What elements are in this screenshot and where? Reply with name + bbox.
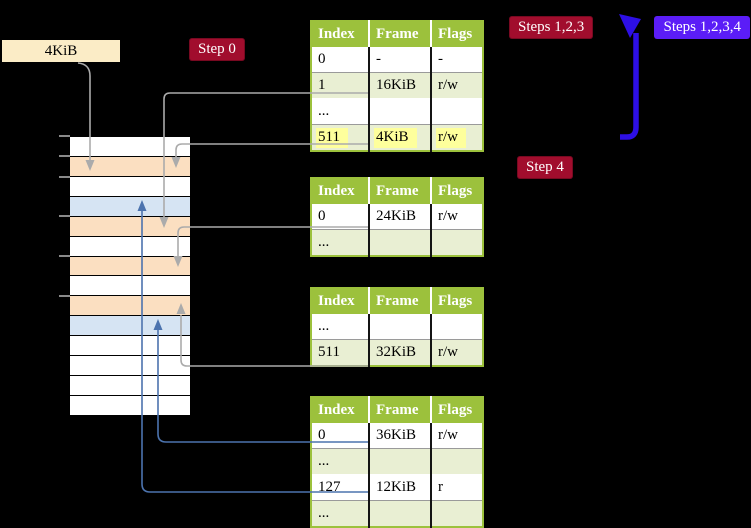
table-cell bbox=[369, 98, 432, 125]
table-cell: 4KiB bbox=[369, 124, 432, 151]
table-cell: r/w bbox=[431, 125, 483, 152]
table-cell: ... bbox=[311, 448, 370, 475]
table-cell: ... bbox=[311, 500, 370, 527]
memory-row-free bbox=[70, 356, 190, 376]
memory-row-free bbox=[70, 236, 190, 256]
table-cell: 32KiB bbox=[369, 339, 432, 366]
table-cell bbox=[369, 448, 432, 475]
table-cell bbox=[369, 229, 432, 256]
step4-badge: Step 4 bbox=[517, 156, 573, 179]
memory-row-free bbox=[70, 137, 190, 156]
column-header: Frame bbox=[369, 178, 432, 204]
column-header: Index bbox=[311, 21, 370, 47]
memory-row-table bbox=[70, 296, 190, 316]
memory-tick-marks bbox=[59, 135, 70, 297]
memory-row-page bbox=[70, 196, 190, 216]
table-row: ... bbox=[311, 314, 483, 340]
table-cell: r/w bbox=[438, 344, 458, 360]
table-cell: 0 bbox=[311, 204, 370, 230]
table-cell: 127 bbox=[311, 474, 370, 501]
highlighted-value: 511 bbox=[316, 127, 348, 148]
steps123-badge: Steps 1,2,3 bbox=[509, 16, 594, 39]
table-cell bbox=[431, 230, 483, 257]
column-header: Index bbox=[311, 288, 370, 314]
table-cell: 24KiB bbox=[369, 204, 432, 230]
physical-memory-strip bbox=[70, 137, 190, 415]
table-cell: 16KiB bbox=[369, 72, 432, 99]
table-cell: 511 bbox=[311, 339, 370, 366]
table-cell: r/w bbox=[431, 72, 483, 99]
table-row: 511 4KiB r/w bbox=[311, 124, 483, 152]
memory-row-table bbox=[70, 256, 190, 276]
table-row: ... bbox=[311, 500, 483, 528]
table-cell: - bbox=[369, 47, 432, 73]
table-cell bbox=[431, 448, 483, 475]
column-header: Frame bbox=[369, 397, 432, 423]
recursive-loop-arrow bbox=[619, 14, 641, 140]
step0-badge: Step 0 bbox=[189, 38, 245, 61]
table-cell bbox=[431, 314, 483, 340]
table-cell: 0 bbox=[311, 47, 370, 73]
column-header: Index bbox=[311, 397, 370, 423]
column-header: Frame bbox=[369, 288, 432, 314]
table-row: ... bbox=[311, 448, 483, 475]
table-cell: 0 bbox=[311, 423, 370, 449]
table-row: ... bbox=[311, 98, 483, 125]
column-header: Index bbox=[311, 178, 370, 204]
table-row: ... bbox=[311, 229, 483, 257]
memory-row-table bbox=[70, 156, 190, 176]
table-cell: 1 bbox=[311, 72, 370, 99]
table-cell: r/w bbox=[431, 423, 483, 449]
table-cell bbox=[369, 500, 432, 527]
table-cell: 36KiB bbox=[369, 423, 432, 449]
table-cell bbox=[431, 98, 483, 125]
memory-row-free bbox=[70, 276, 190, 296]
column-header: Frame bbox=[369, 21, 432, 47]
steps1234-badge: Steps 1,2,3,4 bbox=[654, 16, 750, 39]
column-header: Flags bbox=[431, 288, 483, 314]
table-cell: ... bbox=[311, 229, 370, 256]
memory-row-page bbox=[70, 316, 190, 336]
memory-row-free bbox=[70, 376, 190, 395]
column-header: Flags bbox=[431, 397, 483, 423]
column-header: Flags bbox=[431, 21, 483, 47]
memory-row-free bbox=[70, 336, 190, 356]
table-cell: - bbox=[431, 47, 483, 73]
table-cell: 12KiB bbox=[369, 474, 432, 501]
frame-size-label: 4KiB bbox=[2, 40, 120, 62]
table-cell: 511 bbox=[311, 124, 370, 151]
table-cell: r/w bbox=[431, 204, 483, 230]
table-cell: ... bbox=[311, 314, 370, 340]
table-cell: r bbox=[431, 474, 483, 501]
memory-row-table bbox=[70, 216, 190, 236]
table-row: 0-- bbox=[311, 47, 483, 73]
table-cell: ... bbox=[311, 98, 370, 125]
highlighted-value: r/w bbox=[436, 127, 466, 148]
table-cell bbox=[369, 314, 432, 340]
table-cell bbox=[431, 501, 483, 528]
column-header: Flags bbox=[431, 178, 483, 204]
memory-row-free bbox=[70, 176, 190, 196]
highlighted-value: 4KiB bbox=[374, 127, 417, 148]
memory-row-free bbox=[70, 395, 190, 415]
